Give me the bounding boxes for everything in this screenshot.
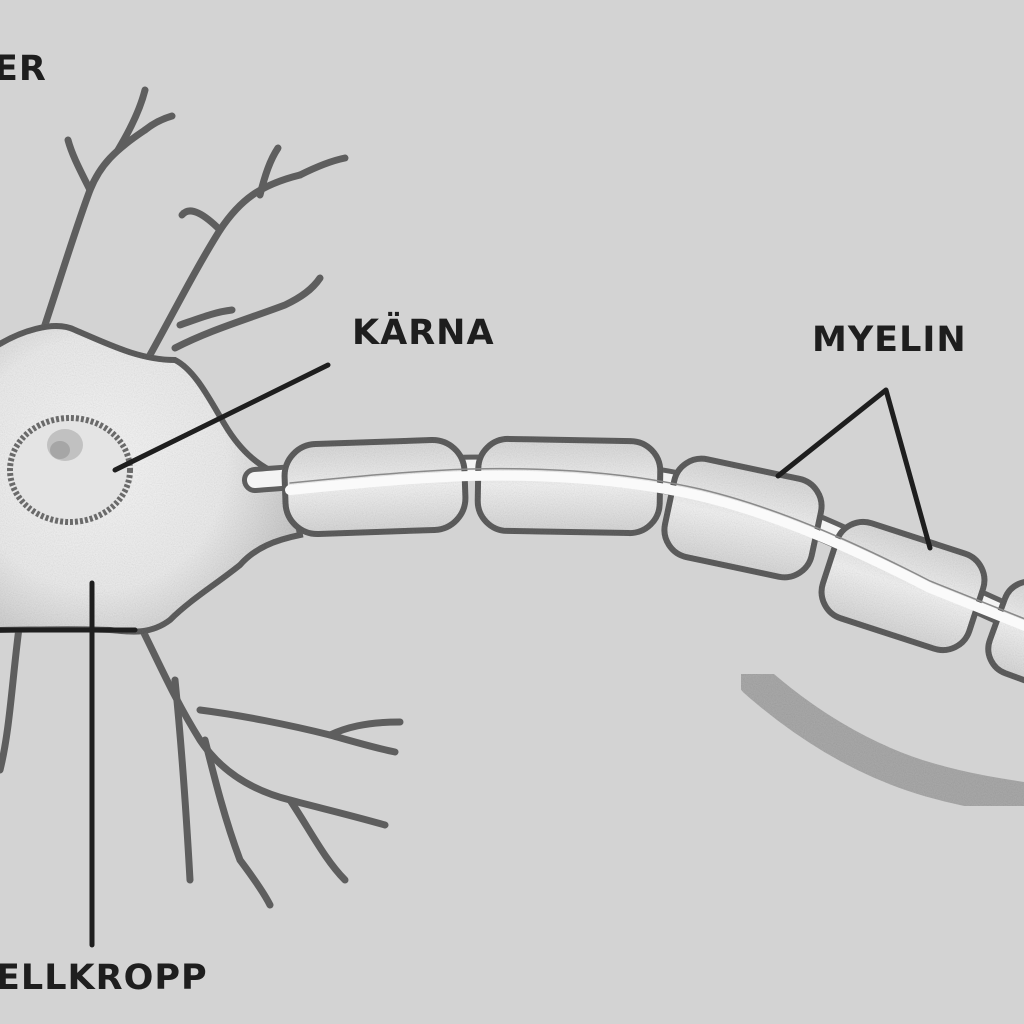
label-pointers bbox=[0, 362, 933, 948]
dendrites-lower bbox=[0, 616, 404, 909]
myelin-label: MYELIN bbox=[812, 320, 967, 360]
myelin-sheath bbox=[281, 435, 1024, 688]
nucleus-pointer bbox=[112, 362, 331, 473]
myelin-segment bbox=[661, 455, 825, 581]
dendrites-label: ER bbox=[0, 49, 47, 89]
nucleus bbox=[7, 415, 133, 525]
axon-terminal bbox=[738, 663, 1024, 817]
myelin-segment bbox=[818, 518, 988, 654]
cell-body-label: ELLKROPP bbox=[0, 958, 208, 998]
dendrites-upper bbox=[36, 86, 349, 359]
myelin-pointer bbox=[775, 387, 933, 551]
nucleus-label: KÄRNA bbox=[352, 313, 495, 353]
